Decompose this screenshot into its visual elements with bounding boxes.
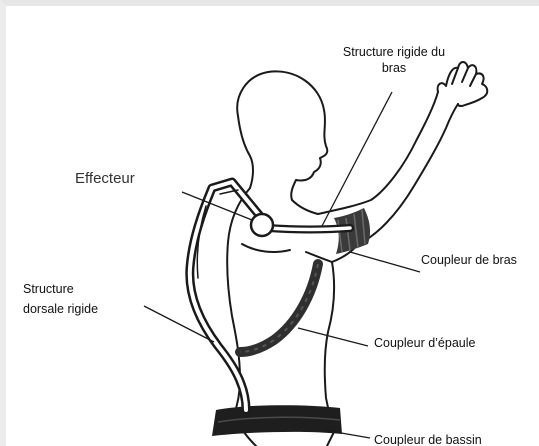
label-arm-structure-line2: bras <box>324 60 464 76</box>
label-shoulder-coupler: Coupleur d’épaule <box>374 335 475 351</box>
label-arm-structure-line1: Structure rigide du <box>324 44 464 60</box>
leader-lines <box>144 92 420 438</box>
label-dorsal-structure-line1: Structure <box>23 281 98 297</box>
leader-arm-coupler <box>350 252 420 272</box>
label-effector: Effecteur <box>75 171 135 187</box>
label-arm-structure: Structure rigide du bras <box>324 44 464 76</box>
effector-joint <box>251 214 273 236</box>
arm-rigid-structure <box>268 228 350 230</box>
label-dorsal-structure: Structure dorsale rigide <box>23 281 98 317</box>
dorsal-rigid-structure <box>190 182 260 410</box>
label-arm-coupler: Coupleur de bras <box>421 252 517 268</box>
pelvis-belt <box>212 405 342 436</box>
shoulder-strap <box>240 264 318 352</box>
label-dorsal-structure-line2: dorsale rigide <box>23 301 98 317</box>
leader-shoulder-coupler <box>298 328 368 346</box>
leader-arm-structure <box>322 92 392 226</box>
label-pelvis-coupler: Coupleur de bassin <box>374 432 482 446</box>
